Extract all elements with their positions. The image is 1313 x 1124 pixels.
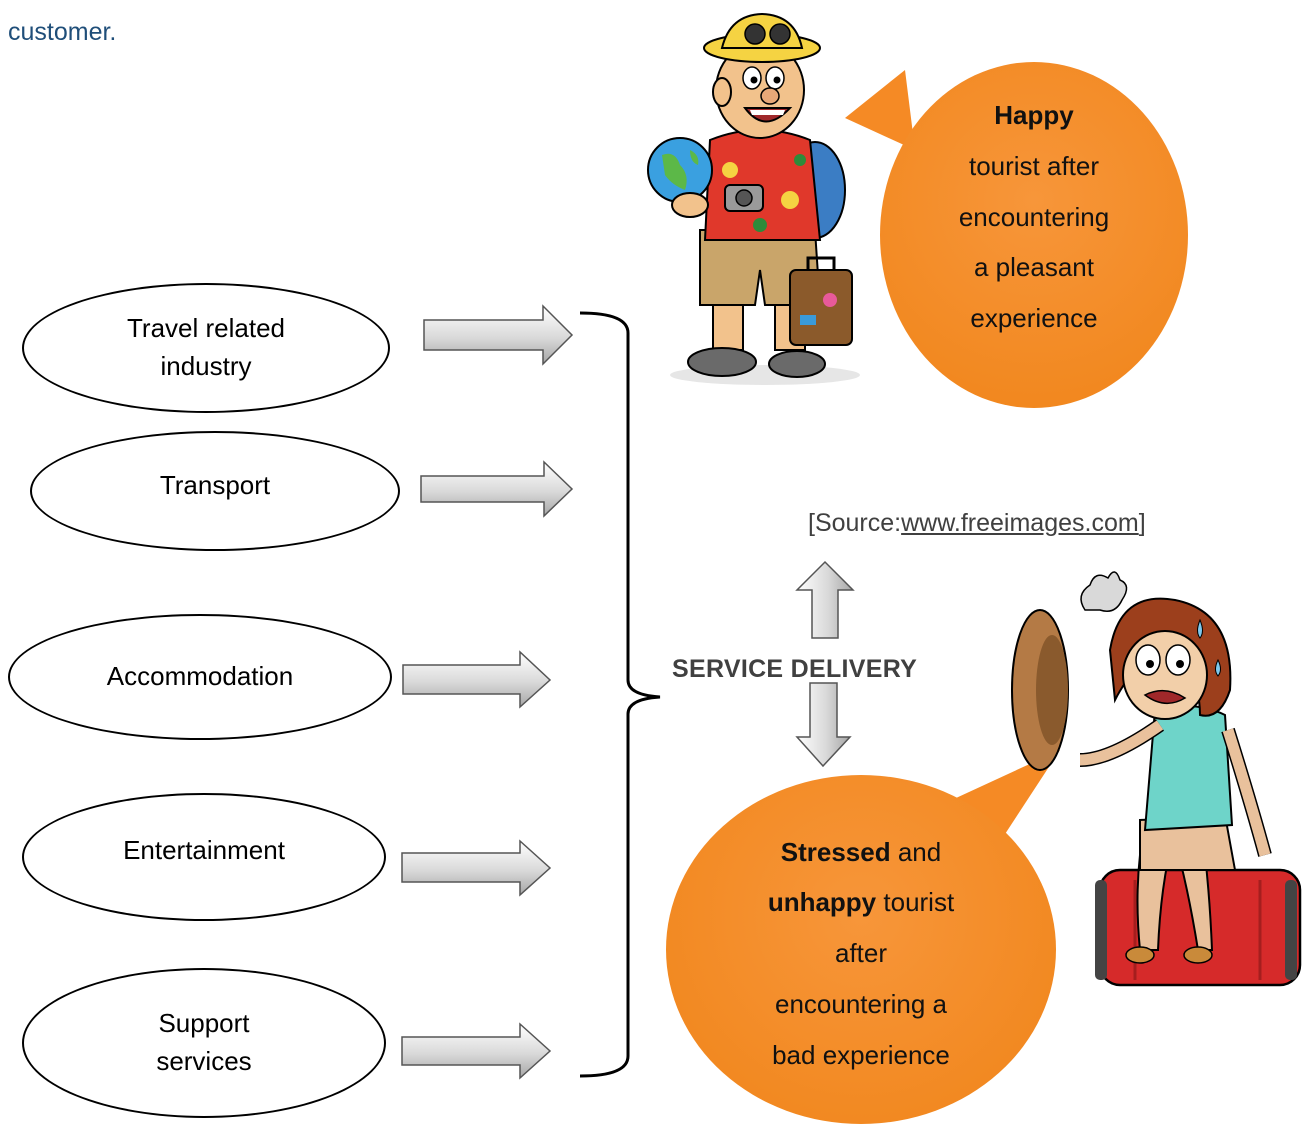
arrow-support — [401, 1022, 552, 1080]
sad-bubble-bold-2: unhappy — [767, 887, 877, 918]
source-credit: [Source:www.freeimages.com] — [808, 509, 1146, 538]
happy-tourist-icon — [647, 12, 860, 385]
sad-bubble-text-1: and — [890, 836, 942, 867]
ellipse-label-line: Support — [158, 1008, 250, 1039]
happy-bubble-tail — [845, 70, 915, 150]
arrow-travel — [423, 304, 574, 366]
happy-bubble-line: a pleasant — [974, 252, 1094, 283]
ellipse-label-line: Travel related — [127, 313, 285, 344]
ellipse-label-line: industry — [160, 351, 252, 381]
happy-bubble-bold: Happy — [994, 100, 1074, 131]
ellipse-label: Transport — [159, 470, 271, 501]
service-delivery-label: SERVICE DELIVERY — [672, 655, 918, 683]
sad-bubble-bold-1: Stressed — [780, 836, 891, 867]
ellipse-travel-industry: Travel related industry — [22, 283, 390, 413]
ellipse-label: Entertainment — [123, 835, 285, 866]
sad-bubble-line: encountering a — [774, 988, 948, 1019]
happy-bubble-line: experience — [970, 303, 1098, 334]
source-prefix: [Source: — [808, 509, 902, 537]
happy-bubble-line: tourist after — [968, 150, 1100, 181]
arrow-up — [795, 560, 855, 639]
happy-bubble-line: encountering — [958, 201, 1110, 232]
sad-bubble-line: after — [834, 938, 888, 969]
ellipse-entertainment: Entertainment — [22, 793, 386, 921]
arrow-transport — [420, 460, 574, 518]
grouping-brace — [579, 311, 661, 1078]
ellipse-support-services: Support services — [22, 968, 386, 1118]
sad-speech-bubble: Stressed and unhappy tourist after encou… — [666, 775, 1056, 1124]
arrow-entertainment — [401, 839, 552, 897]
ellipse-label-line: services — [156, 1046, 252, 1076]
ellipse-label: Accommodation — [106, 661, 294, 692]
happy-speech-bubble: Happy tourist after encountering a pleas… — [880, 62, 1188, 408]
sad-bubble-text-2: tourist — [876, 887, 955, 918]
arrow-accommodation — [402, 650, 552, 709]
ellipse-accommodation: Accommodation — [8, 614, 392, 740]
ellipse-transport: Transport — [30, 431, 400, 551]
stressed-tourist-icon — [1011, 571, 1302, 987]
intro-text: customer. — [8, 18, 117, 46]
arrow-down — [795, 682, 852, 768]
source-link[interactable]: www.freeimages.com — [901, 509, 1139, 537]
source-suffix: ] — [1138, 509, 1146, 537]
sad-bubble-line: bad experience — [772, 1039, 950, 1070]
